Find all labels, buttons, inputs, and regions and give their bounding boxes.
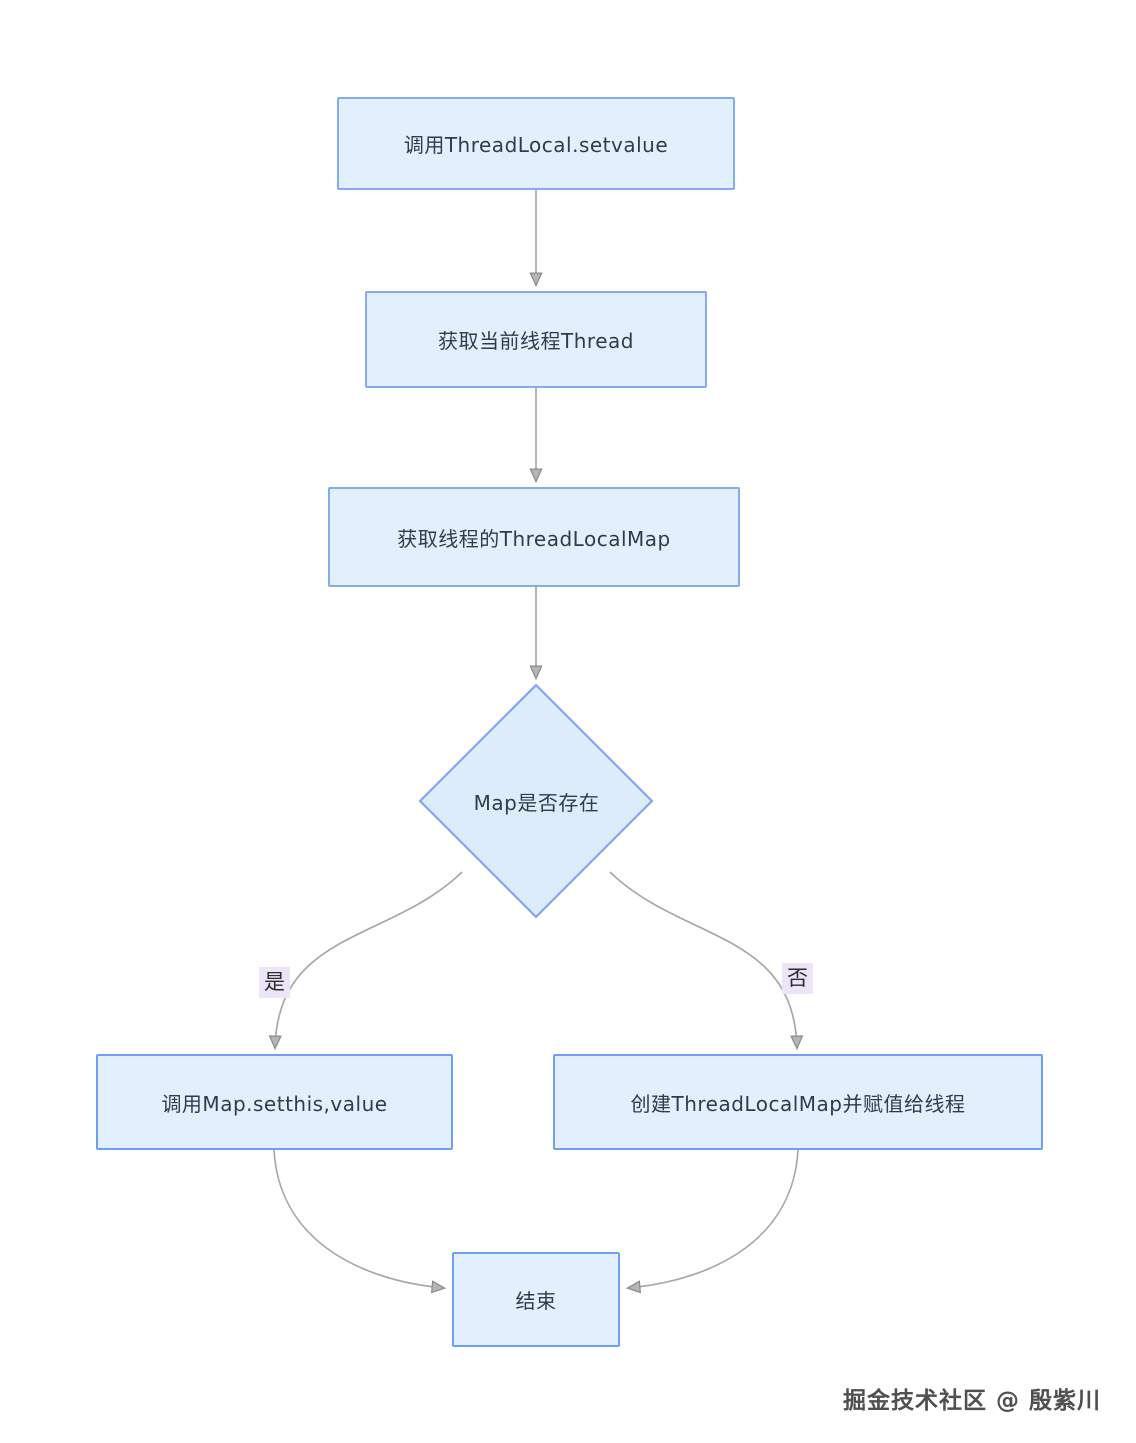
node-get-current-thread: 获取当前线程Thread — [365, 291, 707, 388]
edge-label-no: 否 — [782, 963, 813, 995]
edge-decision-no-to-createmap — [609, 871, 804, 1051]
node-label: 获取当前线程Thread — [438, 329, 634, 353]
node-label: 调用ThreadLocal.setvalue — [403, 133, 669, 157]
node-label: 获取线程的ThreadLocalMap — [397, 526, 671, 551]
node-label: Map是否存在 — [473, 791, 600, 815]
node-call-map-set: 调用Map.setthis,value — [96, 1054, 453, 1150]
watermark: 掘金技术社区 @ 殷紫川 — [843, 1388, 1102, 1414]
node-label: 创建ThreadLocalMap并赋值给线程 — [630, 1091, 966, 1116]
node-end: 结束 — [452, 1252, 620, 1347]
node-label: 调用Map.setthis,value — [161, 1091, 388, 1116]
edge-mapset-to-end — [273, 1149, 447, 1294]
node-get-threadlocalmap: 获取线程的ThreadLocalMap — [328, 487, 740, 587]
node-create-threadlocalmap: 创建ThreadLocalMap并赋值给线程 — [553, 1054, 1043, 1150]
node-call-threadlocal-setvalue: 调用ThreadLocal.setvalue — [337, 97, 735, 190]
edge-label-yes: 是 — [259, 967, 290, 999]
node-map-exists-decision: Map是否存在 — [418, 683, 654, 919]
node-label: 结束 — [515, 1289, 557, 1313]
edge-decision-yes-to-mapset — [268, 871, 463, 1051]
edge-createmap-to-end — [625, 1149, 799, 1294]
